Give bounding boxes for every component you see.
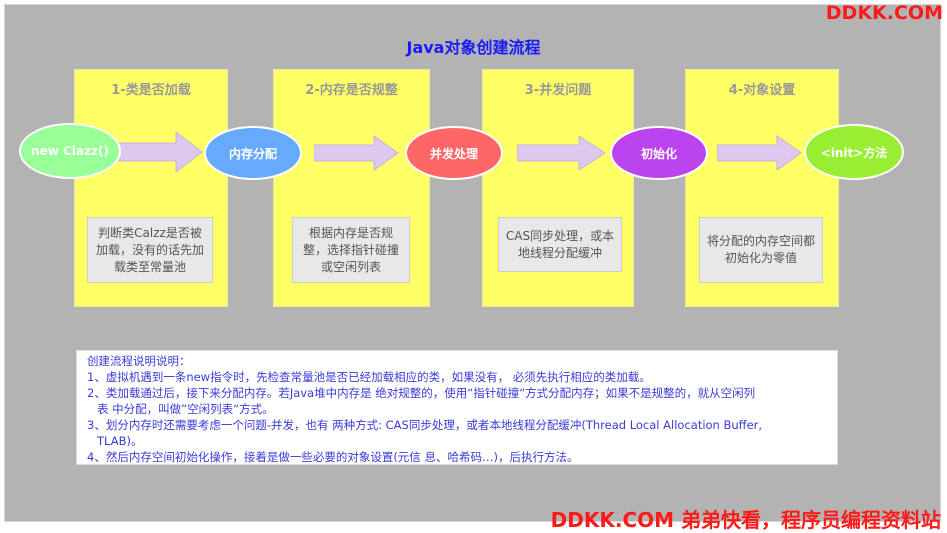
node-concurrency-handling: 并发处理 [405, 126, 503, 180]
node-initialization: 初始化 [610, 126, 708, 180]
note-concurrency: CAS同步处理，或本地线程分配缓冲 [498, 217, 622, 272]
watermark-top: DDKK.COM [825, 2, 943, 24]
arrow-3 [517, 135, 606, 171]
description-item-3-cont: TLAB)。 [97, 434, 143, 448]
panel-title: 2-内存是否规整 [305, 83, 398, 98]
arrow-2 [314, 135, 399, 171]
panel-title: 4-对象设置 [728, 83, 796, 98]
node-memory-allocation: 内存分配 [204, 126, 302, 180]
description-item-4: 4、然后内存空间初始化操作，接着是做一些必要的对象设置(元信 息、哈希码…)，后… [87, 450, 579, 464]
description-item-2: 2、类加载通过后，接下来分配内存。若Java堆中内存是 绝对规整的，使用“指针碰… [87, 386, 756, 400]
note-class-loading: 判断类Calzz是否被加载，没有的话先加载类至常量池 [87, 217, 213, 283]
note-object-setup: 将分配的内存空间都初始化为零值 [699, 217, 823, 283]
arrow-1 [118, 130, 203, 174]
description-item-1: 1、虚拟机遇到一条new指令时，先检查常量池是否已经加载相应的类，如果没有， 必… [87, 370, 651, 384]
note-memory-layout: 根据内存是否规整，选择指针碰撞或空闲列表 [292, 217, 410, 283]
description-item-2-cont: 表 中分配，叫做”空闲列表“方式。 [97, 402, 274, 416]
watermark-bottom: DDKK.COM 弟弟快看，程序员编程资料站 [550, 508, 941, 532]
arrow-4 [717, 135, 802, 171]
diagram-title: Java对象创建流程 [406, 38, 541, 57]
node-new-clazz: new Clazz() [19, 123, 121, 179]
description-heading: 创建流程说明说明： [87, 354, 191, 368]
description-item-3: 3、划分内存时还需要考虑一个问题-并发，也有 两种方式: CAS同步处理，或者本… [87, 418, 763, 432]
node-init-method: <init>方法 [804, 124, 904, 180]
panel-title: 3-并发问题 [524, 83, 592, 98]
panel-title: 1-类是否加载 [111, 83, 191, 98]
description-box: 创建流程说明说明： 1、虚拟机遇到一条new指令时，先检查常量池是否已经加载相应… [76, 350, 838, 465]
